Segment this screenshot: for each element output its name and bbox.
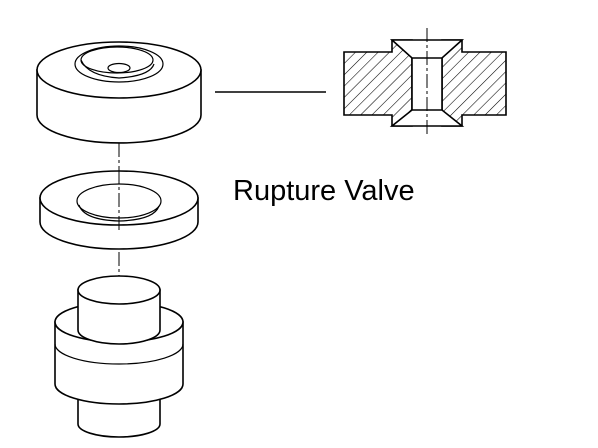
bottom-stepped-fitting (54, 275, 184, 438)
top-cylinder-holder (36, 41, 202, 144)
diagram-caption: Rupture Valve (233, 175, 415, 207)
rupture-valve-section-view (343, 28, 507, 134)
